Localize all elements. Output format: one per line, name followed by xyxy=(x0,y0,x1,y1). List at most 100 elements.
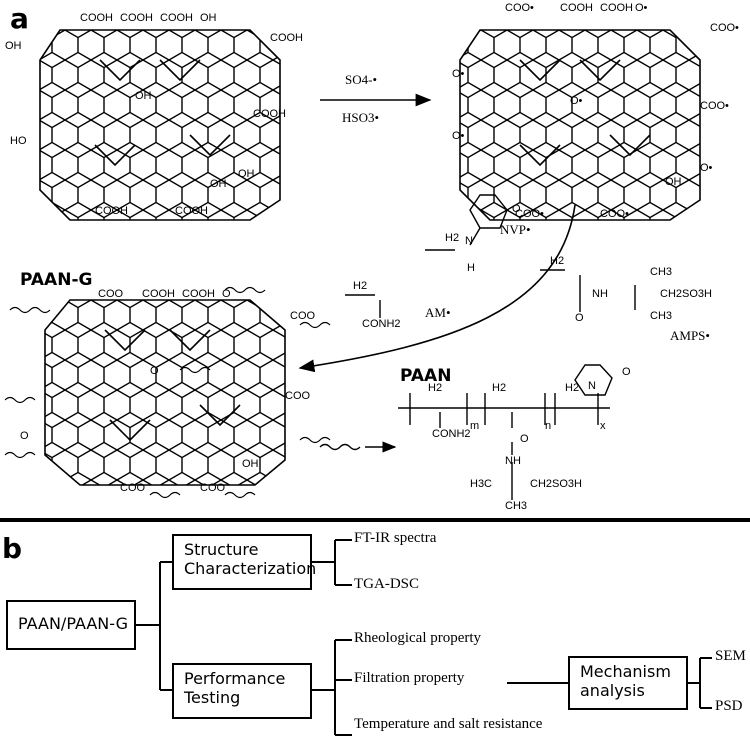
paan-ch2so3h: CH2SO3H xyxy=(530,478,582,490)
group-coo-radical: COO• xyxy=(505,2,534,14)
grafting-arrow xyxy=(298,204,576,373)
paan-nh: NH xyxy=(505,455,521,467)
group-cooh: COOH xyxy=(120,12,153,24)
group-oh: OH xyxy=(210,178,227,190)
group-coo: COO xyxy=(98,288,124,300)
mechanism-box-line-1: Mechanism xyxy=(580,662,671,681)
nvp-h: H xyxy=(467,262,475,274)
amps-o: O xyxy=(575,312,584,324)
amps-monomer-structure xyxy=(540,269,636,312)
group-cooh: COOH xyxy=(95,205,128,217)
leaf-sem: SEM xyxy=(715,648,746,664)
reagent-bisulfite-radical: HSO3• xyxy=(342,110,380,125)
root-label: PAAN/PAAN-G xyxy=(18,614,129,633)
group-o: O xyxy=(150,365,159,377)
leaf-tga-dsc: TGA-DSC xyxy=(354,576,420,592)
group-cooh: COOH xyxy=(160,12,193,24)
mechanism-analysis-box: Mechanism analysis xyxy=(568,656,688,710)
group-oh: OH xyxy=(135,90,152,102)
paan-x-subscript: x xyxy=(600,420,606,432)
panel-a-reaction-scheme: a xyxy=(4,2,739,512)
panel-b-research-flowchart: b PAAN/PAAN-G Structure Characterization… xyxy=(0,520,750,754)
amps-ch3: CH3 xyxy=(650,310,673,322)
paan-conh2: CONH2 xyxy=(432,428,471,440)
group-cooh: COOH xyxy=(175,205,208,217)
group-o-radical: O• xyxy=(452,130,465,142)
am-label: AM• xyxy=(425,305,451,320)
leaf-rheological-property: Rheological property xyxy=(354,630,482,646)
panel-a-letter: a xyxy=(10,2,29,35)
group-cooh: COOH xyxy=(80,12,113,24)
amps-ch3: CH3 xyxy=(650,266,673,278)
paan-copolymer-structure xyxy=(398,364,613,500)
group-o-radical: O• xyxy=(570,95,583,107)
leaf-ft-ir-spectra: FT-IR spectra xyxy=(354,530,437,546)
flowchart-connectors xyxy=(135,539,712,736)
radical-graphene-oxide-sheet xyxy=(459,29,701,221)
group-o-radical: O• xyxy=(635,2,648,14)
leaf-temperature-salt-resistance: Temperature and salt resistance xyxy=(354,716,543,732)
paan-o-atom: O xyxy=(622,366,631,378)
group-coo: COO xyxy=(200,482,226,494)
structure-characterization-box: Structure Characterization xyxy=(172,534,317,590)
wavy-chain-symbol xyxy=(319,443,361,451)
leaf-psd: PSD xyxy=(715,698,743,714)
paan-h2: H2 xyxy=(492,382,507,394)
group-coo-radical: COO• xyxy=(710,22,739,34)
am-h2: H2 xyxy=(353,280,368,292)
group-o-radical: O• xyxy=(452,68,465,80)
group-cooh: COOH xyxy=(142,288,175,300)
group-o: O xyxy=(20,430,29,442)
group-coo-radical: COO• xyxy=(700,100,729,112)
group-oh: OH xyxy=(665,176,682,188)
group-oh: OH xyxy=(200,12,217,24)
amps-h2: H2 xyxy=(550,255,565,267)
group-coo: COO xyxy=(120,482,146,494)
paan-o-atom: O xyxy=(520,433,529,445)
mechanism-box-line-2: analysis xyxy=(580,681,645,700)
panel-b-letter: b xyxy=(2,532,23,565)
group-coo-radical: COO• xyxy=(600,208,629,220)
paan-h2: H2 xyxy=(428,382,443,394)
amps-nh: NH xyxy=(592,288,608,300)
performance-box-line-1: Performance xyxy=(184,669,286,688)
panel-separator xyxy=(0,518,750,522)
paan-g-sheet xyxy=(4,286,331,499)
group-cooh: COOH xyxy=(182,288,215,300)
paan-label: PAAN xyxy=(400,366,452,386)
group-ho: HO xyxy=(10,135,27,147)
root-box: PAAN/PAAN-G xyxy=(6,600,136,650)
reagent-sulfate-radical: SO4-• xyxy=(345,72,377,87)
leaf-filtration-property: Filtration property xyxy=(354,670,465,686)
amps-ch2so3h: CH2SO3H xyxy=(660,288,712,300)
nvp-label: NVP• xyxy=(500,222,531,237)
amps-label: AMPS• xyxy=(670,328,710,343)
performance-box-line-2: Testing xyxy=(184,688,241,707)
nvp-o-atom: O xyxy=(512,203,521,215)
group-cooh: COOH xyxy=(600,2,633,14)
paan-n-atom: N xyxy=(588,380,596,392)
group-o: O xyxy=(222,288,231,300)
am-conh2: CONH2 xyxy=(362,318,401,330)
group-oh: OH xyxy=(238,168,255,180)
structure-box-line-1: Structure xyxy=(184,540,259,559)
nvp-n-atom: N xyxy=(465,235,473,247)
nvp-h2: H2 xyxy=(445,232,460,244)
performance-testing-box: Performance Testing xyxy=(172,663,312,719)
paan-ch3: CH3 xyxy=(505,500,528,512)
group-coo: COO xyxy=(285,390,311,402)
paan-m-subscript: m xyxy=(470,420,480,432)
paan-h3c: H3C xyxy=(470,478,493,490)
paan-n-subscript: n xyxy=(545,420,552,432)
group-cooh: COOH xyxy=(253,108,286,120)
nvp-monomer-structure xyxy=(425,194,508,251)
group-coo-radical: COO• xyxy=(515,208,544,220)
paan-g-label: PAAN-G xyxy=(20,270,93,290)
group-oh: OH xyxy=(242,458,259,470)
paan-h2: H2 xyxy=(565,382,580,394)
group-cooh: COOH xyxy=(270,32,303,44)
structure-box-line-2: Characterization xyxy=(184,559,317,578)
am-monomer-structure xyxy=(345,294,381,318)
group-oh: OH xyxy=(5,40,22,52)
group-coo: COO xyxy=(290,310,316,322)
